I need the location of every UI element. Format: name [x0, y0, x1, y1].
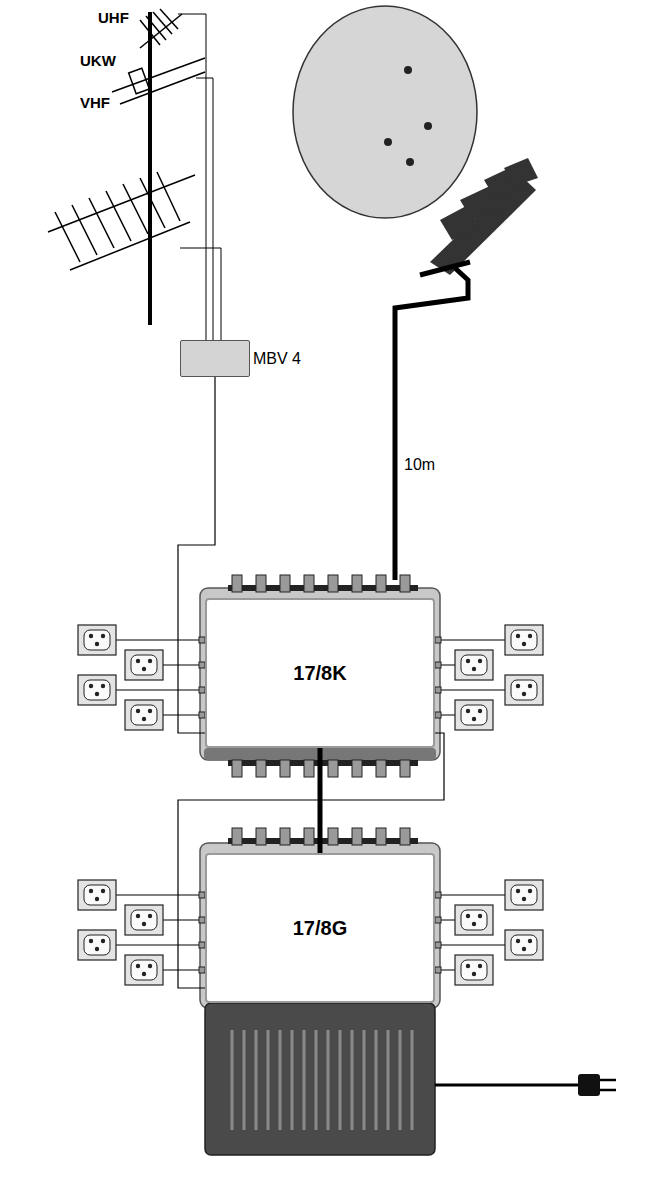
wall-socket [455, 905, 493, 935]
output-port [435, 967, 441, 973]
wall-socket [125, 650, 163, 680]
f-connector [376, 828, 386, 845]
wall-socket [505, 930, 543, 960]
socket-wire [435, 895, 505, 896]
f-connector [256, 760, 266, 777]
f-connector [304, 828, 314, 845]
socket-wire [116, 640, 205, 641]
f-connector [352, 575, 362, 592]
wall-socket [78, 930, 116, 960]
multiswitch-housing-g [200, 843, 440, 1008]
f-connector [304, 575, 314, 592]
f-connector [376, 760, 386, 777]
socket-wire [116, 945, 205, 946]
f-connector [328, 760, 338, 777]
vent-slot [255, 1030, 258, 1130]
wall-socket [125, 905, 163, 935]
output-port [435, 892, 441, 898]
wall-socket [78, 880, 116, 910]
vent-slot [375, 1030, 378, 1130]
f-connector [304, 760, 314, 777]
f-connector [376, 575, 386, 592]
vent-slot [303, 1030, 306, 1130]
wall-socket [505, 880, 543, 910]
vent-slot [315, 1030, 318, 1130]
vhf-antenna [48, 172, 195, 270]
socket-wire [116, 690, 205, 691]
f-connector [400, 575, 410, 592]
output-port [435, 917, 441, 923]
multiswitch-box: 17/8G [205, 853, 435, 1003]
vent-slot [267, 1030, 270, 1130]
amplifier-box: MBV 4 [180, 340, 250, 377]
vent-slot [399, 1030, 402, 1130]
satellite-dish [293, 6, 538, 275]
power-supply [205, 1003, 616, 1155]
vent-slot [327, 1030, 330, 1130]
f-connector [352, 760, 362, 777]
socket-wire [116, 895, 205, 896]
vent-slot [279, 1030, 282, 1130]
output-port [435, 687, 441, 693]
wall-socket [505, 625, 543, 655]
f-connector [232, 828, 242, 845]
antenna-mast [148, 12, 152, 325]
band-label: UHF [98, 9, 129, 26]
socket-wire [435, 640, 505, 641]
f-connector [256, 828, 266, 845]
multiswitch-box: 17/8K [205, 598, 435, 748]
f-connector [256, 575, 266, 592]
switch-label: 17/8K [293, 662, 346, 685]
cable-length: 10m [404, 456, 435, 474]
vent-slot [363, 1030, 366, 1130]
f-connector [280, 828, 290, 845]
vent-slot [231, 1030, 234, 1130]
vent-slot [243, 1030, 246, 1130]
socket-wire [435, 945, 505, 946]
f-connector [328, 575, 338, 592]
wall-socket [78, 625, 116, 655]
wall-socket [505, 675, 543, 705]
vent-slot [411, 1030, 414, 1130]
vent-slot [339, 1030, 342, 1130]
uhf-antenna [140, 9, 182, 48]
amplifier-label: MBV 4 [253, 350, 301, 368]
band-label: UKW [80, 52, 116, 69]
f-connector [328, 828, 338, 845]
f-connector [400, 760, 410, 777]
sat-cable [395, 268, 468, 580]
f-connector [280, 575, 290, 592]
f-connector [400, 828, 410, 845]
wall-socket [455, 955, 493, 985]
ukw-antenna [112, 58, 205, 104]
vent-slot [387, 1030, 390, 1130]
wall-socket [455, 650, 493, 680]
wall-socket [125, 955, 163, 985]
wall-socket [125, 700, 163, 730]
output-port [435, 637, 441, 643]
f-connector [280, 760, 290, 777]
f-connector [352, 828, 362, 845]
wall-socket [455, 700, 493, 730]
socket-group [78, 625, 543, 985]
vent-slot [291, 1030, 294, 1130]
multiswitch-housing-k [200, 588, 440, 760]
socket-wire [435, 690, 505, 691]
output-port [435, 712, 441, 718]
band-label: VHF [80, 94, 110, 111]
wall-socket [78, 675, 116, 705]
output-port [435, 942, 441, 948]
switch-label: 17/8G [293, 917, 347, 940]
output-port [435, 662, 441, 668]
vent-slot [351, 1030, 354, 1130]
f-connector [232, 760, 242, 777]
f-connector [232, 575, 242, 592]
antenna-leads [178, 14, 221, 340]
